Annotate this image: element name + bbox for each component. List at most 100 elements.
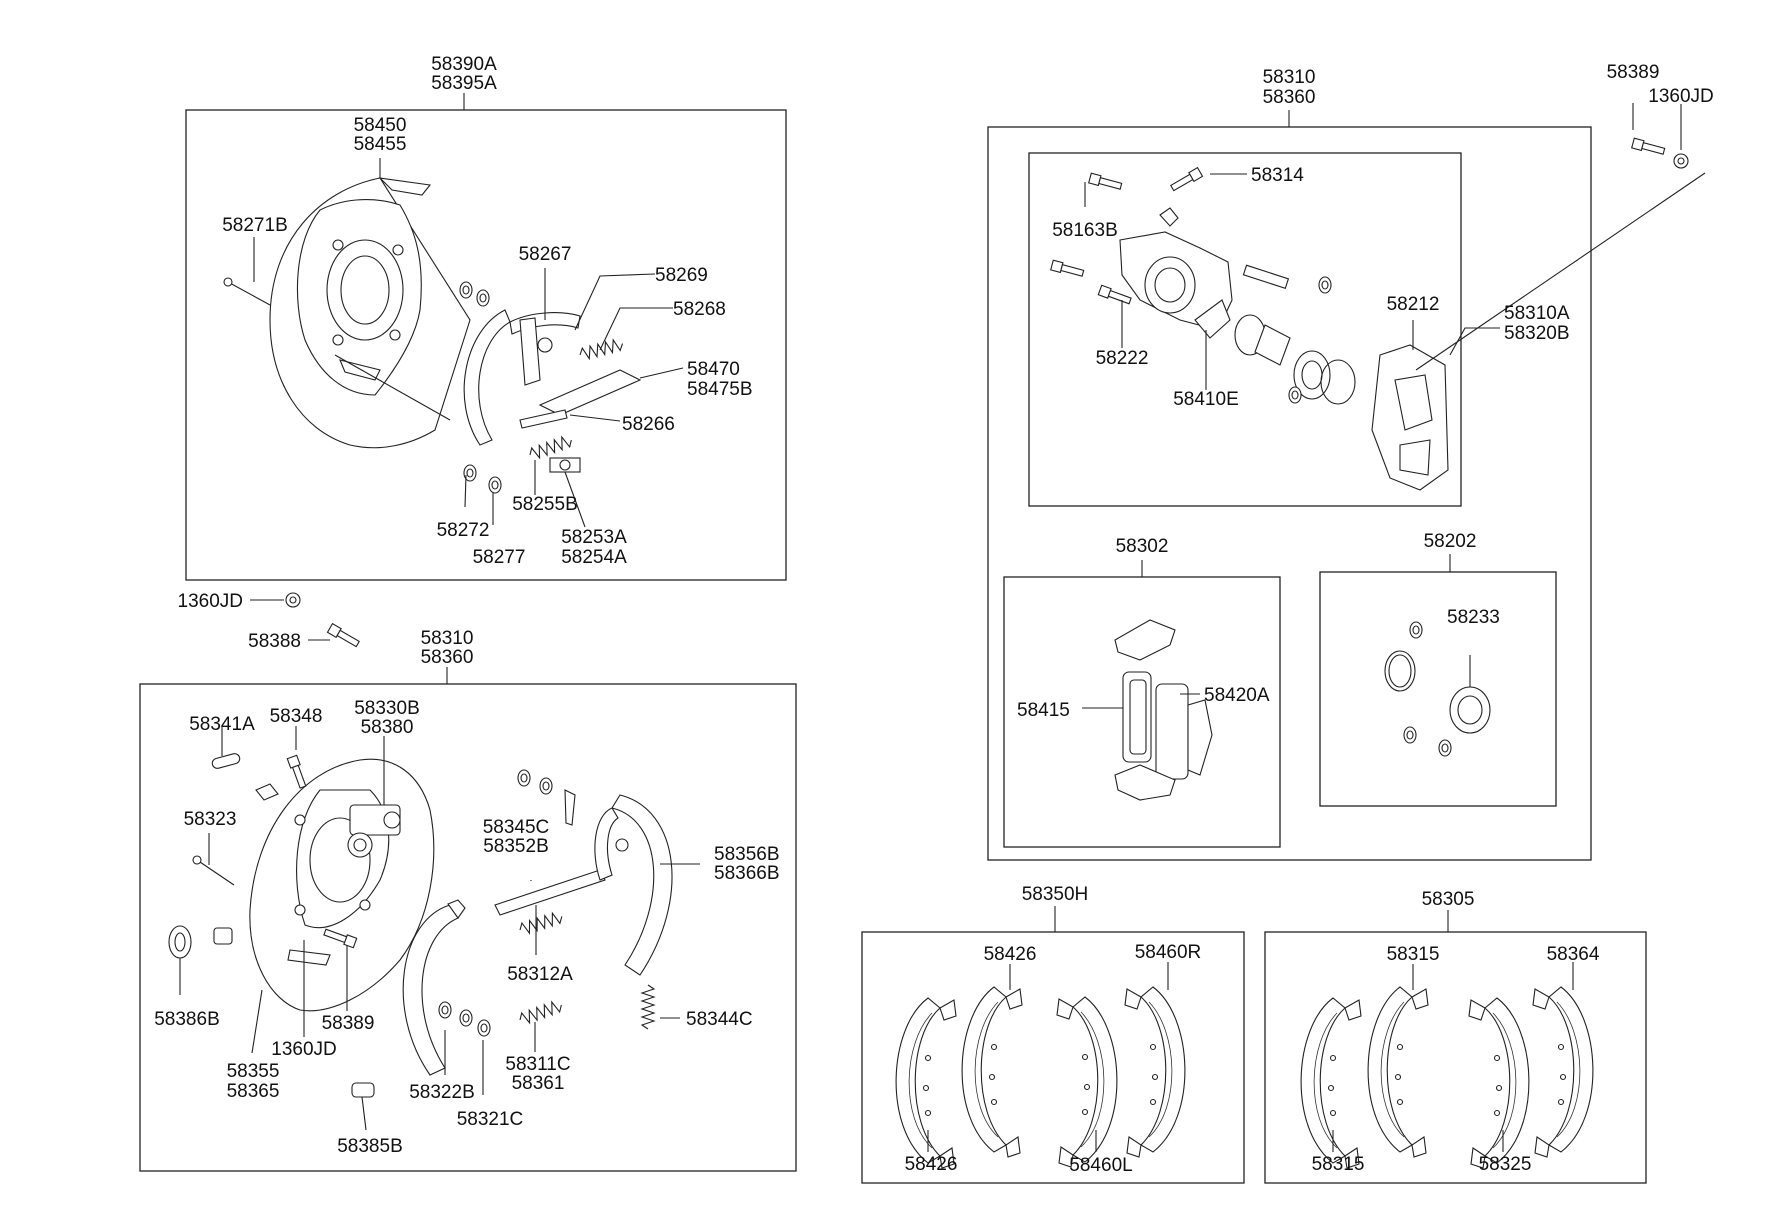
shoe-58325 bbox=[1468, 997, 1530, 1169]
boot-58233 bbox=[1403, 621, 1452, 757]
adjuster-pin-58271b bbox=[223, 277, 271, 306]
grommet-58386b bbox=[168, 925, 192, 959]
spring-58344c bbox=[641, 984, 655, 1030]
label-58302: 58302 bbox=[1116, 536, 1169, 557]
brake-shoe-58322b bbox=[402, 899, 473, 1076]
shim-bottom bbox=[1114, 764, 1176, 801]
caliper-bracket-58212 bbox=[1371, 344, 1449, 491]
backing-plate-58450 bbox=[269, 177, 471, 449]
shim-top bbox=[1114, 619, 1176, 661]
label-58426-bottom: 58426 bbox=[905, 1154, 958, 1175]
label-58266: 58266 bbox=[622, 414, 675, 435]
label-58310a: 58310A bbox=[1504, 303, 1570, 324]
label-58267: 58267 bbox=[519, 244, 572, 265]
spring-58255b bbox=[527, 433, 574, 462]
bleeder-58314 bbox=[1169, 167, 1204, 193]
label-1360jd-misc: 1360JD bbox=[178, 591, 244, 612]
label-58310-caliper: 58310 bbox=[1263, 67, 1316, 88]
label-1360jd-drum: 1360JD bbox=[271, 1039, 337, 1060]
box-58305 bbox=[1264, 931, 1647, 1184]
shoe-58315-b bbox=[1367, 986, 1429, 1158]
label-58460l: 58460L bbox=[1069, 1155, 1132, 1176]
strut-58266 bbox=[519, 409, 568, 429]
label-58470: 58470 bbox=[687, 359, 740, 380]
label-58272: 58272 bbox=[437, 520, 490, 541]
piston-seal bbox=[1449, 686, 1491, 734]
spring-58268 bbox=[577, 337, 625, 362]
label-58360-drum: 58360 bbox=[421, 647, 474, 668]
label-58212: 58212 bbox=[1387, 294, 1440, 315]
label-58320b: 58320B bbox=[1504, 323, 1570, 344]
label-58360-caliper: 58360 bbox=[1263, 87, 1316, 108]
label-58415: 58415 bbox=[1017, 700, 1070, 721]
group-disc-caliper: 58310 58360 58389 1360JD 58314 58163B 58… bbox=[987, 62, 1714, 861]
group-pad-kit-58302: 58302 58415 58420A bbox=[1003, 536, 1281, 848]
box-58390a bbox=[185, 109, 787, 581]
label-1360jd-caliper: 1360JD bbox=[1648, 86, 1714, 107]
label-58352b: 58352B bbox=[483, 836, 549, 857]
label-58330b: 58330B bbox=[354, 698, 420, 719]
shoe-58364 bbox=[1532, 986, 1594, 1158]
adjuster-58345c bbox=[494, 869, 606, 937]
label-58255b: 58255B bbox=[512, 494, 578, 515]
label-58389-caliper: 58389 bbox=[1607, 62, 1660, 83]
label-58420a: 58420A bbox=[1204, 685, 1270, 706]
label-58356b: 58356B bbox=[714, 844, 780, 865]
label-58386b: 58386B bbox=[154, 1009, 220, 1030]
shoe-58426-b bbox=[961, 986, 1023, 1158]
brake-shoe-58267 bbox=[463, 309, 581, 446]
label-58325: 58325 bbox=[1479, 1154, 1532, 1175]
box-58310-drum bbox=[139, 683, 797, 1172]
label-58455: 58455 bbox=[354, 134, 407, 155]
label-58460r: 58460R bbox=[1135, 942, 1202, 963]
label-58426-top: 58426 bbox=[984, 944, 1037, 965]
label-58277: 58277 bbox=[473, 547, 526, 568]
box-caliper-body bbox=[1028, 152, 1462, 507]
label-58389-drum: 58389 bbox=[322, 1013, 375, 1034]
label-58364: 58364 bbox=[1547, 944, 1600, 965]
label-58388: 58388 bbox=[248, 631, 301, 652]
label-58365: 58365 bbox=[227, 1081, 280, 1102]
bleeder-58348 bbox=[286, 754, 309, 790]
lever-58470 bbox=[538, 369, 642, 416]
clip-58321c bbox=[477, 1019, 491, 1037]
label-58253a: 58253A bbox=[561, 527, 627, 548]
label-58350h: 58350H bbox=[1022, 884, 1089, 905]
bolt-58389 bbox=[1631, 137, 1666, 157]
label-58341a: 58341A bbox=[189, 714, 255, 735]
label-58315-top: 58315 bbox=[1387, 944, 1440, 965]
brake-pad-58420a bbox=[1155, 683, 1213, 780]
retainer-58341a bbox=[211, 753, 241, 769]
label-58269: 58269 bbox=[655, 265, 708, 286]
label-58410e: 58410E bbox=[1173, 389, 1239, 410]
group-shoe-set-58350h: 58350H 58426 58460R 58426 58460L bbox=[861, 884, 1245, 1184]
pin-58323 bbox=[192, 855, 235, 886]
label-58163b: 58163B bbox=[1052, 220, 1118, 241]
wheel-cylinder-58330b bbox=[347, 804, 401, 858]
guide-pin-58222 bbox=[1097, 284, 1133, 307]
wheel-cylinder-58253a bbox=[549, 457, 581, 473]
shoe-58460r bbox=[1124, 986, 1186, 1158]
shoe-58426-a bbox=[895, 997, 957, 1169]
label-58315-bottom: 58315 bbox=[1312, 1154, 1365, 1175]
box-58350h bbox=[861, 931, 1245, 1184]
label-58475b: 58475B bbox=[687, 379, 753, 400]
spring-58311c bbox=[517, 998, 564, 1027]
label-58345c: 58345C bbox=[483, 817, 550, 838]
seal-ring bbox=[1384, 650, 1416, 692]
label-58390a: 58390A bbox=[431, 54, 497, 75]
label-58268: 58268 bbox=[673, 299, 726, 320]
box-58202 bbox=[1319, 571, 1557, 807]
label-58314: 58314 bbox=[1251, 165, 1304, 186]
shoe-58460l bbox=[1056, 996, 1118, 1168]
label-58344c: 58344C bbox=[686, 1009, 753, 1030]
group-rear-drum-brake-top: 58390A 58395A 58450 58455 58271B 58267 5… bbox=[185, 54, 787, 581]
label-58380: 58380 bbox=[361, 717, 414, 738]
group-rear-drum-brake-bottom: 58310 58360 58341A 58348 58330B 58380 58… bbox=[139, 628, 797, 1172]
label-58322b: 58322B bbox=[409, 1082, 475, 1103]
small-hardware bbox=[517, 769, 576, 826]
brake-shoe-58356b bbox=[594, 794, 673, 976]
label-58348: 58348 bbox=[270, 706, 323, 727]
label-58233: 58233 bbox=[1447, 607, 1500, 628]
